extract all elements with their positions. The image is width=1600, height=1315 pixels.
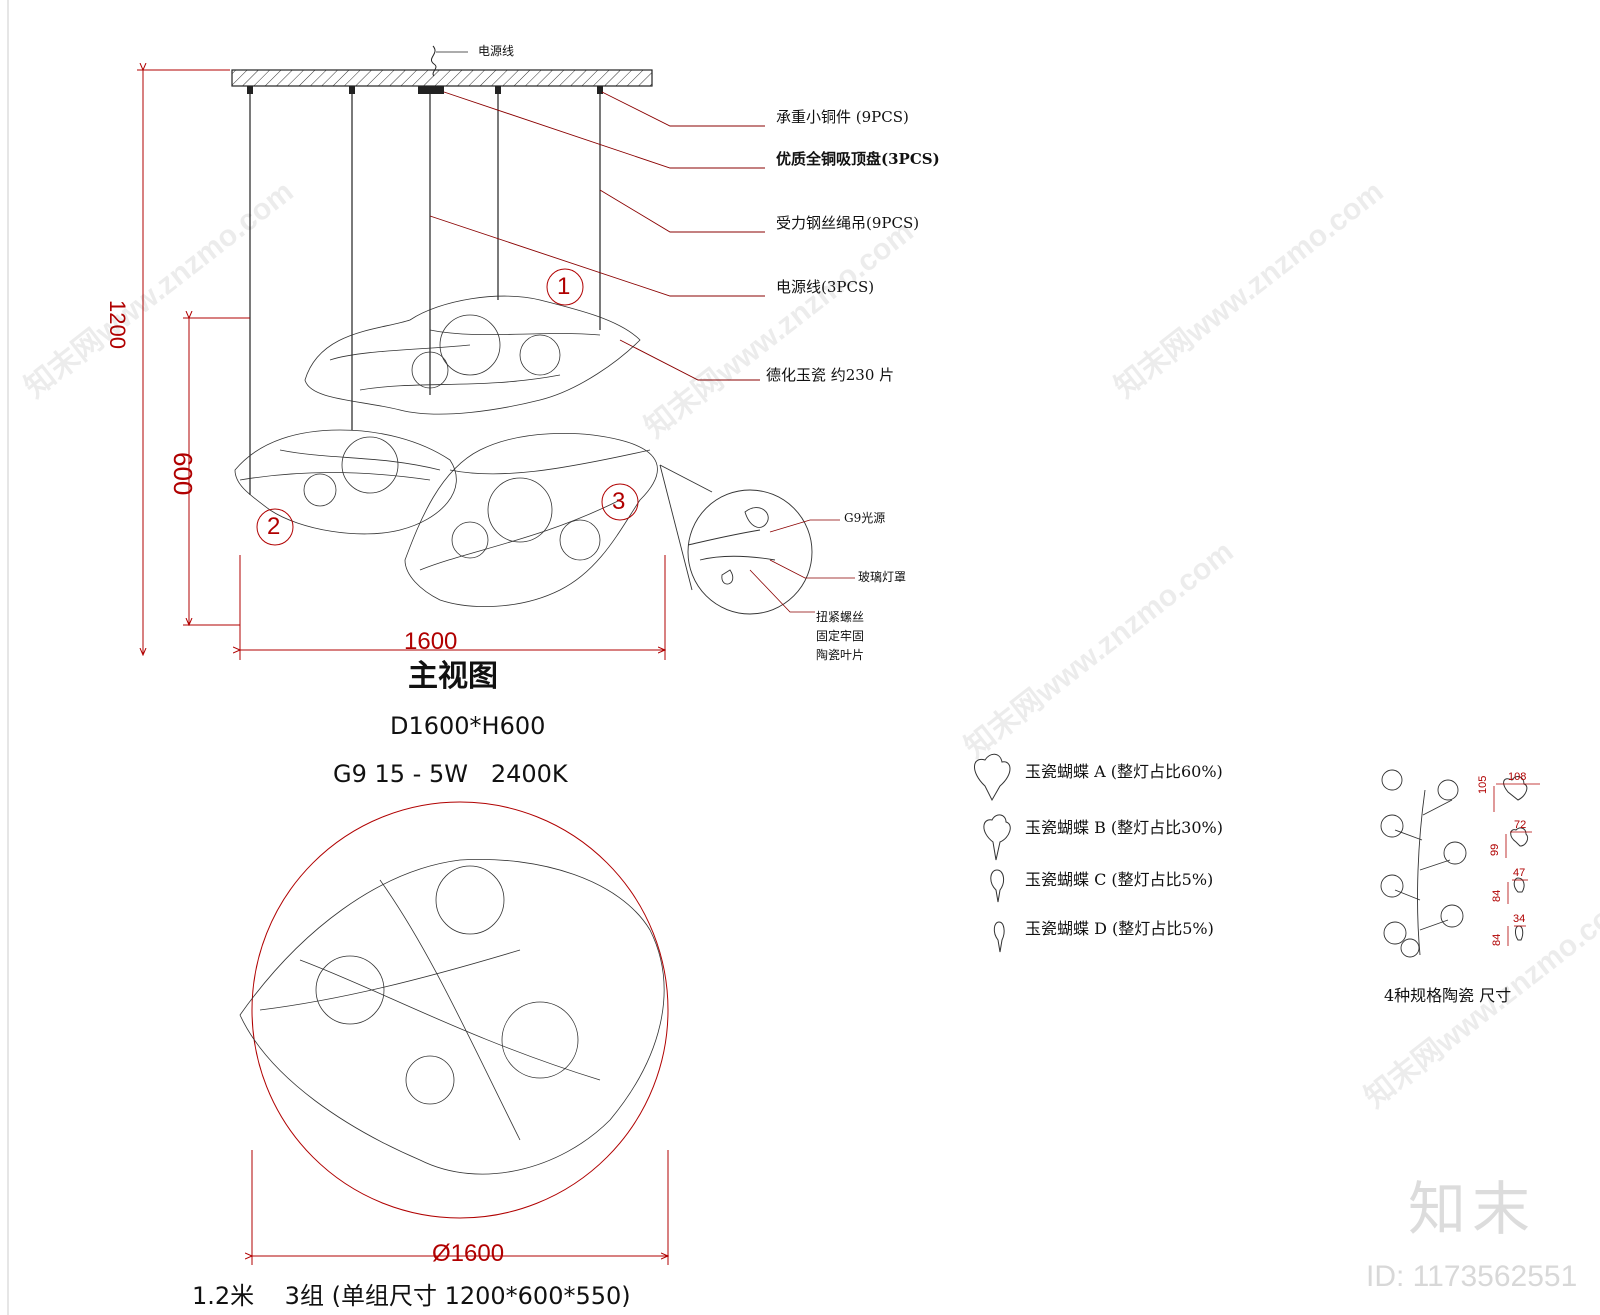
leaf-cluster-3 (404, 433, 658, 607)
dim-height-cluster: 600 (168, 452, 198, 496)
spec-dim-h-3: 84 (1491, 889, 1503, 902)
top-view-clusters (239, 858, 665, 1175)
group-marker-2: 2 (267, 513, 281, 540)
legend-item-a: 玉瓷蝴蝶 A (整灯占比60%) (1025, 762, 1223, 781)
top-dimensions (252, 1150, 668, 1265)
callout-copper-fitting: 承重小铜件 (9PCS) (776, 108, 909, 126)
spec-sizes-caption: 4种规格陶瓷 尺寸 (1384, 986, 1512, 1005)
spec-leaf-dims (1493, 783, 1540, 946)
callout-power-cable: 电源线(3PCS) (776, 278, 875, 296)
callout-leaders (429, 91, 765, 381)
dim-width: 1600 (404, 628, 458, 655)
legend-leaf-icons (974, 753, 1011, 953)
spec-size: D1600*H600 (390, 712, 546, 740)
detail-screw-line-3: 陶瓷叶片 (816, 648, 865, 662)
ceiling-mount-bar (231, 69, 653, 87)
hanging-wires (249, 86, 601, 495)
group-marker-1: 1 (557, 273, 571, 300)
spec-dim-w-2: 72 (1514, 819, 1527, 831)
front-dimensions (137, 70, 665, 660)
top-view-outline (251, 801, 669, 1219)
detail-g9: G9光源 (844, 511, 886, 525)
detail-screw-line-2: 固定牢固 (816, 629, 865, 643)
image-id: ID: 1173562551 (1366, 1260, 1578, 1293)
spec-dim-w-4: 34 (1513, 913, 1526, 925)
spec-dim-w-3: 47 (1513, 867, 1526, 879)
detail-leaders (749, 519, 855, 613)
legend-item-d: 玉瓷蝴蝶 D (整灯占比5%) (1025, 919, 1214, 938)
power-cable-squiggle (430, 45, 437, 77)
spec-dim-h-4: 84 (1491, 933, 1503, 946)
front-view-title: 主视图 (408, 659, 498, 694)
branch-sketch (1380, 769, 1467, 958)
callout-porcelain: 德化玉瓷 约230 片 (766, 366, 895, 384)
power-cable-top-label: 电源线 (478, 44, 515, 58)
top-view-caption: 1.2米 3组 (单组尺寸 1200*600*550) (192, 1282, 631, 1310)
detail-callout (659, 464, 813, 615)
group-marker-circles (256, 268, 639, 546)
spec-light: G9 15 - 5W 2400K (333, 760, 568, 788)
callout-ceiling-plate: 优质全铜吸顶盘(3PCS) (776, 150, 940, 168)
detail-screw-line-1: 扭紧螺丝 (816, 610, 865, 624)
group-marker-3: 3 (612, 488, 626, 515)
leaf-cluster-1 (304, 295, 641, 415)
spec-leaf-shapes (1503, 776, 1529, 941)
wire-fittings (247, 86, 603, 94)
brand-logo-text: 知末 (1408, 1175, 1537, 1243)
spec-dim-w-1: 108 (1508, 771, 1527, 783)
detail-glass-shade: 玻璃灯罩 (858, 570, 907, 584)
spec-dim-h-2: 99 (1489, 843, 1501, 856)
legend-item-b: 玉瓷蝴蝶 B (整灯占比30%) (1025, 818, 1223, 837)
dim-diameter: Ø1600 (432, 1240, 505, 1267)
spec-dim-h-1: 105 (1477, 775, 1489, 794)
callout-steel-wire: 受力钢丝绳吊(9PCS) (776, 214, 920, 232)
legend-item-c: 玉瓷蝴蝶 C (整灯占比5%) (1025, 870, 1214, 889)
